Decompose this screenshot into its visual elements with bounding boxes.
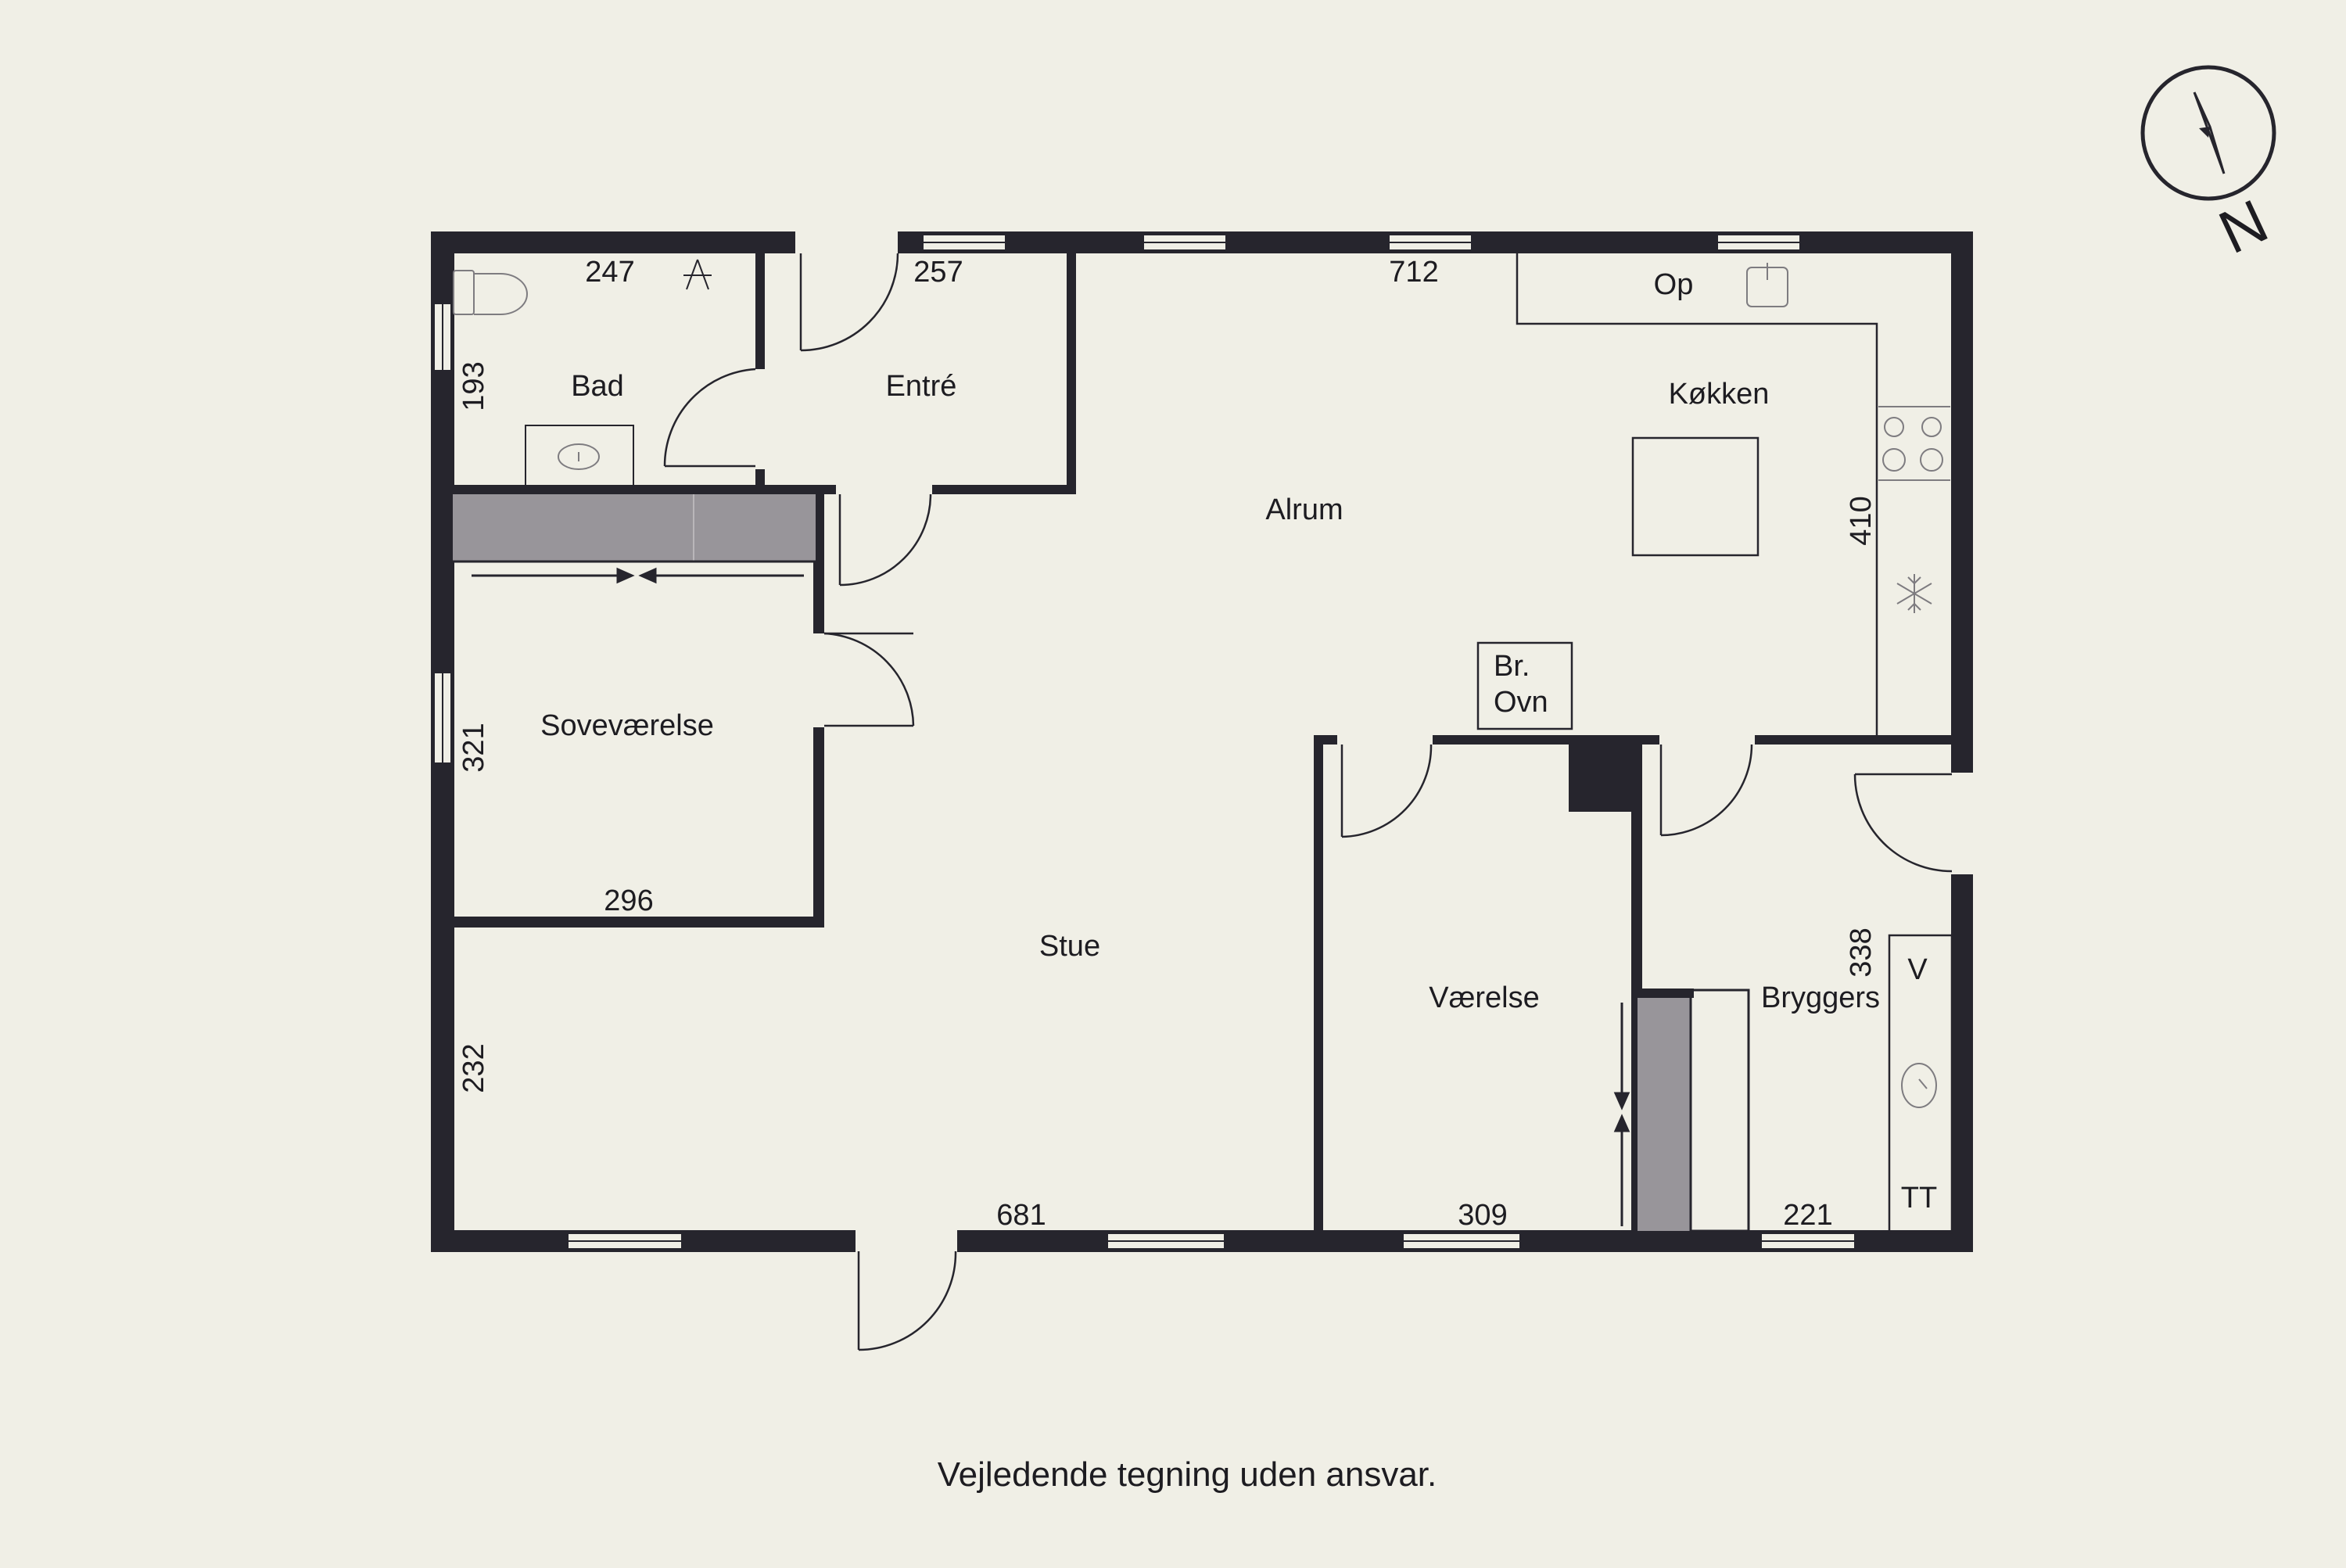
shower-icon <box>683 259 712 290</box>
window-centerlines <box>442 242 1855 1242</box>
dim-bryggers-side: 338 <box>1845 928 1878 977</box>
doors <box>663 253 1953 1351</box>
laundry-fixtures <box>1888 934 1953 1234</box>
arrow-up-icon <box>1613 1114 1630 1132</box>
room-closet <box>1638 998 1691 1231</box>
room-label-bad: Bad <box>571 370 624 403</box>
dim-stue-side: 232 <box>457 1043 490 1093</box>
closets <box>453 494 1750 1233</box>
dim-sove-bottom: 296 <box>604 884 653 917</box>
compass: N <box>2140 65 2278 267</box>
dim-alrum-top: 712 <box>1389 256 1438 289</box>
bryggers-cabinet <box>1689 989 1750 1233</box>
room-label-sovevaerelse: Soveværelse <box>540 709 714 742</box>
room-label-entre: Entré <box>886 370 957 403</box>
arrow-left-icon <box>638 567 657 584</box>
sliding-arrows <box>472 567 1630 1226</box>
stove-icon <box>1882 417 1943 472</box>
fixture-label-op: Op <box>1654 268 1694 301</box>
dim-sove-side: 321 <box>457 723 490 772</box>
bath-sink <box>525 425 634 487</box>
arrow-down-icon <box>1613 1092 1630 1111</box>
kitchen-counters <box>1516 253 1878 737</box>
fixture-label-br: Br. <box>1494 650 1530 683</box>
kitchen-island <box>1631 436 1760 557</box>
room-label-alrum: Alrum <box>1265 493 1343 526</box>
bath-fixtures <box>453 259 712 487</box>
room-label-kokken: Køkken <box>1669 378 1770 411</box>
dim-stue-bottom: 681 <box>996 1199 1046 1232</box>
bedroom-closet <box>453 494 816 562</box>
snowflake-icon <box>1896 574 1932 613</box>
dim-bad-side: 193 <box>457 361 490 411</box>
room-label-stue: Stue <box>1039 930 1100 963</box>
dim-kokken-side: 410 <box>1845 496 1878 545</box>
fixture-label-v: V <box>1907 953 1928 986</box>
toilet-icon <box>453 270 528 315</box>
compass-icon <box>2140 65 2276 201</box>
dim-bryggers-bottom: 221 <box>1783 1199 1832 1232</box>
laundry-counter <box>1888 934 1953 1234</box>
dim-bad-top: 247 <box>585 256 634 289</box>
bath-sink-icon <box>558 443 600 470</box>
laundry-sink-icon <box>1901 1063 1937 1108</box>
room-label-vaerelse: Værelse <box>1429 981 1540 1014</box>
kitchen-appliances <box>1746 263 1950 613</box>
wood-stove <box>1476 641 1573 730</box>
fixture-label-tt: TT <box>1901 1182 1937 1215</box>
room-label-bryggers: Bryggers <box>1761 981 1880 1014</box>
fixture-label-ovn: Ovn <box>1494 686 1548 719</box>
dim-vaerelse-bottom: 309 <box>1458 1199 1507 1232</box>
disclaimer-text: Vejledende tegning uden ansvar. <box>938 1455 1437 1494</box>
arrow-right-icon <box>616 567 635 584</box>
dim-entre-top: 257 <box>913 256 963 289</box>
